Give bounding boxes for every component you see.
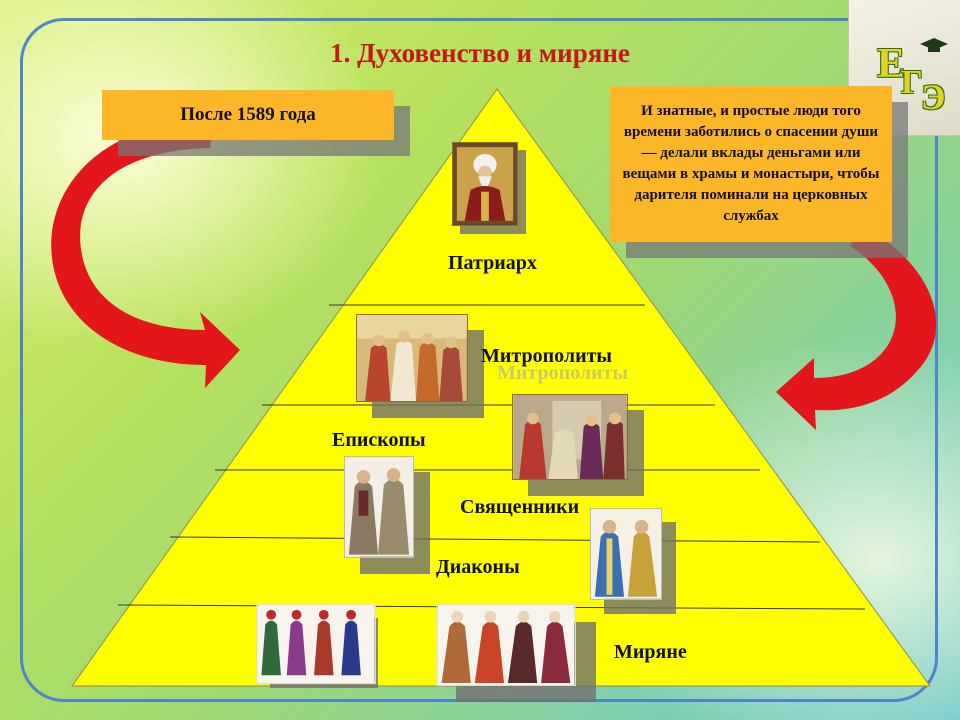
bishops-image xyxy=(512,394,628,480)
metropolitans-image xyxy=(356,314,468,402)
priest-image xyxy=(590,508,662,600)
graduation-cap-icon xyxy=(920,38,948,52)
laity-women-image xyxy=(436,604,576,686)
curved-arrow-icon xyxy=(776,226,937,430)
year-box: После 1589 года xyxy=(102,90,394,140)
level-label-deacons: Диаконы xyxy=(436,556,520,578)
logo-letter: Е xyxy=(877,41,906,87)
level-label-priests: Священники xyxy=(460,496,580,518)
logo-letter: Г xyxy=(901,64,923,101)
laity-men-image xyxy=(256,604,376,684)
slide-title: 1. Духовенство и миряне xyxy=(330,38,630,68)
patriarch-icon-image xyxy=(452,142,518,226)
logo-letter: Э xyxy=(921,77,946,117)
monks-image xyxy=(344,456,414,558)
note-box: И знатные, и простые люди того времени з… xyxy=(610,86,892,242)
divider-line xyxy=(169,536,821,543)
level-label-laity: Миряне xyxy=(614,641,687,663)
level-label-patriarch: Патриарх xyxy=(448,252,537,274)
level-label-ghost: Митрополиты xyxy=(497,362,629,384)
level-label-bishops: Епископы xyxy=(332,429,426,451)
curved-arrow-icon xyxy=(51,120,240,388)
level-label-metropolitans: Митрополиты xyxy=(481,345,613,367)
